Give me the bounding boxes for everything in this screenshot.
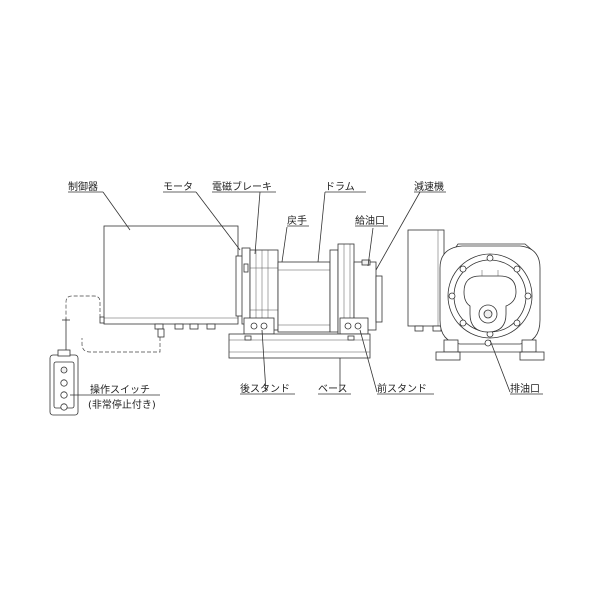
label-rear-stand: 後スタンド — [240, 382, 290, 395]
pendant-switch — [49, 349, 79, 416]
switch-cable — [62, 295, 161, 355]
label-switch-note: (非常停止付き) — [88, 398, 156, 411]
reducer — [353, 259, 383, 331]
leader-lines — [102, 191, 511, 393]
motor — [235, 247, 251, 325]
controller-box — [99, 225, 239, 338]
labels: 制御器 モータ 電磁ブレーキ ドラム 減速機 戻手 給油口 操作スイッチ (非常… — [68, 180, 543, 411]
label-front-stand: 前スタンド — [377, 382, 427, 395]
label-motor: モータ — [163, 181, 193, 193]
drum — [277, 243, 355, 337]
bolt-ring — [448, 254, 532, 338]
side-view — [49, 225, 383, 416]
label-oil-inlet: 給油口 — [355, 214, 385, 227]
front-view — [407, 229, 545, 361]
brake — [249, 249, 279, 331]
label-drum: ドラム — [325, 181, 355, 193]
stands-base — [228, 317, 371, 359]
label-oil-drain: 排油口 — [510, 382, 540, 395]
label-reducer: 減速機 — [414, 180, 444, 193]
label-cable-guide: 戻手 — [287, 214, 307, 227]
label-switch: 操作スイッチ — [90, 383, 150, 396]
label-controller: 制御器 — [68, 180, 98, 193]
label-brake: 電磁ブレーキ — [212, 180, 272, 193]
label-base: ベース — [318, 383, 348, 395]
